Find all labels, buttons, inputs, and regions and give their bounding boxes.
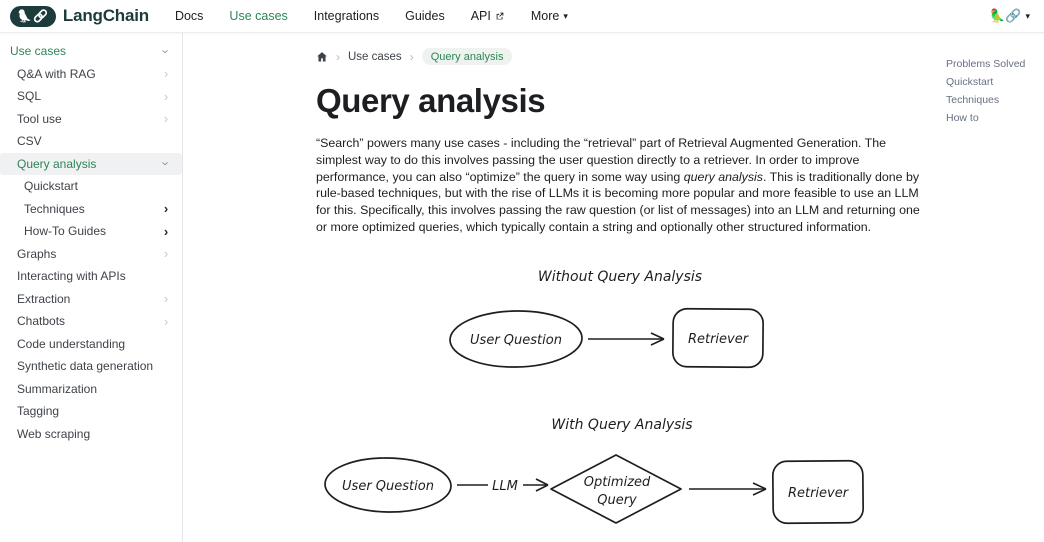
home-icon[interactable]	[316, 51, 328, 63]
top-navbar: 🦜🔗 LangChain Docs Use cases Integrations…	[0, 0, 1044, 33]
sidebar-item-tool-use[interactable]: Tool use›	[0, 108, 182, 131]
toc-item-how-to[interactable]: How to	[946, 112, 979, 124]
sidebar-item-extraction[interactable]: Extraction›	[0, 288, 182, 311]
nav-item-integrations[interactable]: Integrations	[313, 9, 380, 23]
nav-item-more[interactable]: More ▾	[530, 9, 568, 23]
svg-text:Retriever: Retriever	[788, 486, 850, 501]
chevron-right-icon: ›	[163, 313, 169, 329]
breadcrumb-use-cases[interactable]: Use cases	[348, 50, 402, 63]
svg-text:Optimized: Optimized	[584, 475, 651, 490]
sidebar-item-csv[interactable]: CSV›	[17, 134, 42, 149]
breadcrumb-separator: ›	[336, 49, 340, 64]
breadcrumb-current: Query analysis	[421, 48, 513, 65]
breadcrumb-separator: ›	[409, 49, 414, 64]
sidebar-item-how-to-guides[interactable]: How-To Guides›	[0, 220, 182, 243]
sidebar-item-chatbots[interactable]: Chatbots›	[0, 310, 182, 333]
nav-item-guides[interactable]: Guides	[405, 9, 445, 23]
chevron-down-icon: ▾	[1025, 10, 1030, 21]
nav-item-api[interactable]: API	[471, 9, 505, 23]
nav-item-use-cases[interactable]: Use cases	[229, 9, 288, 23]
nav-item-docs[interactable]: Docs	[174, 9, 204, 23]
svg-text:With Query Analysis: With Query Analysis	[551, 417, 692, 433]
sidebar-item-tagging[interactable]: Tagging›	[17, 404, 60, 419]
table-of-contents: Problems Solved Quickstart Techniques Ho…	[946, 55, 1041, 127]
chevron-right-icon: ›	[163, 201, 169, 217]
sidebar-item-sql[interactable]: SQL›	[0, 85, 182, 108]
sidebar-item-interacting-with-apis[interactable]: Interacting with APIs›	[17, 269, 126, 284]
sidebar-item-techniques[interactable]: Techniques›	[0, 198, 182, 221]
brand-name[interactable]: LangChain	[62, 6, 149, 25]
sidebar-item-summarization[interactable]: Summarization›	[17, 381, 98, 396]
chevron-down-icon: ▾	[563, 10, 568, 21]
chevron-down-icon: ›	[158, 49, 174, 54]
svg-text:Query: Query	[597, 493, 637, 508]
intro-paragraph: “Search” powers many use cases - includi…	[316, 136, 920, 234]
svg-text:Retriever: Retriever	[688, 332, 750, 347]
chevron-right-icon: ›	[163, 246, 169, 262]
sidebar-item-web-scraping[interactable]: Web scraping›	[17, 426, 91, 441]
toc-item-quickstart[interactable]: Quickstart	[946, 76, 994, 88]
langchain-logo[interactable]: 🦜🔗 LangChain	[0, 5, 163, 27]
diagram-with-query-analysis: With Query Analysis User Question LLM Op…	[324, 417, 864, 524]
left-sidebar: Use cases› Q&A with RAG› SQL› Tool use› …	[0, 33, 183, 542]
chevron-right-icon: ›	[163, 291, 169, 307]
toc-item-techniques[interactable]: Techniques	[946, 94, 1000, 106]
chevron-right-icon: ›	[163, 88, 169, 104]
toc-item-problems-solved[interactable]: Problems Solved	[946, 58, 1026, 70]
version-dropdown[interactable]: 🦜🔗 ▾	[989, 8, 1044, 24]
sidebar-item-qa-with-rag[interactable]: Q&A with RAG›	[0, 63, 182, 86]
chevron-right-icon: ›	[163, 66, 169, 82]
svg-text:Without Query Analysis: Without Query Analysis	[538, 269, 702, 285]
sidebar-item-synthetic-data-generation[interactable]: Synthetic data generation›	[17, 359, 154, 374]
svg-text:LLM: LLM	[492, 479, 518, 494]
chevron-right-icon: ›	[163, 223, 169, 239]
svg-text:User Question: User Question	[342, 479, 434, 494]
nav-links: Docs Use cases Integrations Guides API M…	[175, 9, 568, 23]
page-title: Query analysis	[316, 82, 546, 119]
chevron-down-icon: ›	[158, 161, 174, 166]
breadcrumb: › Use cases › Query analysis	[316, 48, 930, 65]
sidebar-item-use-cases[interactable]: Use cases›	[10, 44, 174, 59]
svg-text:User Question: User Question	[470, 333, 562, 348]
main-content: › Use cases › Query analysis Query analy…	[184, 33, 924, 542]
sidebar-item-code-understanding[interactable]: Code understanding›	[17, 336, 126, 351]
sidebar-item-quickstart[interactable]: Quickstart›	[24, 179, 79, 194]
sidebar-item-graphs[interactable]: Graphs›	[0, 243, 182, 266]
chevron-right-icon: ›	[163, 111, 169, 127]
parrot-link-icon: 🦜🔗	[989, 8, 1022, 23]
sidebar-item-query-analysis[interactable]: Query analysis›	[0, 152, 182, 175]
external-link-icon	[495, 11, 505, 21]
diagram-without-query-analysis: Without Query Analysis User Question Ret…	[449, 269, 764, 368]
parrot-chain-logo-icon: 🦜🔗	[10, 5, 56, 27]
